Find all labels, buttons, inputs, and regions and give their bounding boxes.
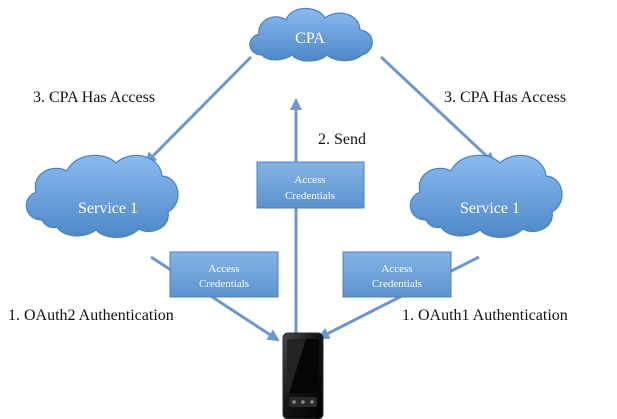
- right-service-label: Service 1: [460, 200, 520, 217]
- credential-box-left-line2: Credentials: [199, 278, 249, 290]
- credential-box-center-line1: Access: [294, 174, 325, 186]
- left-service-label: Service 1: [78, 200, 138, 217]
- right-service-cloud: Service 1: [409, 154, 563, 238]
- credential-box-center-line2: Credentials: [285, 190, 335, 202]
- oauth2-label: 1. OAuth2 Authentication: [8, 307, 174, 324]
- arrow-cpa-to-right-service: [379, 55, 496, 165]
- send-label: 2. Send: [318, 131, 366, 148]
- credential-box-right: Access Credentials: [342, 251, 452, 298]
- credential-box-left: Access Credentials: [169, 251, 279, 298]
- oauth1-label: 1. OAuth1 Authentication: [402, 307, 568, 324]
- cpa-label: CPA: [295, 30, 325, 47]
- credential-box-left-line1: Access: [208, 263, 239, 275]
- credential-box-center: Access Credentials: [256, 161, 365, 209]
- mobile-phone-icon: [282, 332, 324, 419]
- credential-box-right-line2: Credentials: [372, 278, 422, 290]
- left-service-cloud: Service 1: [25, 154, 179, 238]
- left-access-label: 3. CPA Has Access: [33, 89, 156, 106]
- arrow-cpa-to-left-service: [144, 55, 253, 165]
- credential-box-right-line1: Access: [381, 263, 412, 275]
- cpa-cloud: CPA: [249, 7, 373, 62]
- right-access-label: 3. CPA Has Access: [444, 89, 567, 106]
